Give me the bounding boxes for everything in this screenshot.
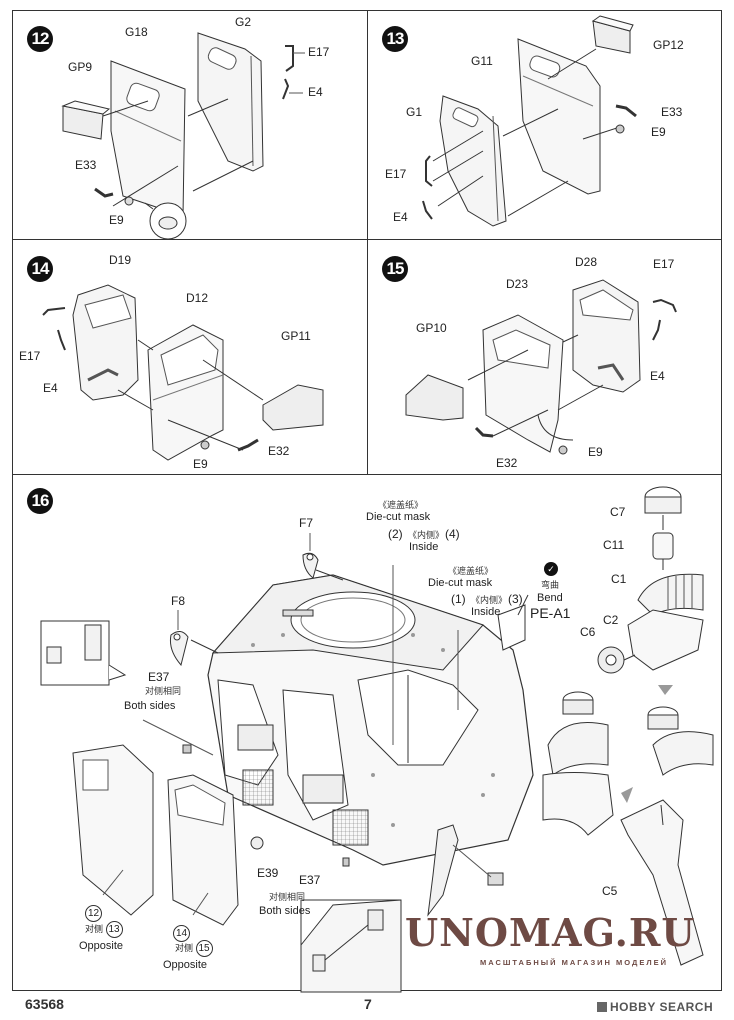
part-label-e32: E32 bbox=[496, 456, 518, 470]
part-label-gp9: GP9 bbox=[68, 60, 93, 74]
step-15-panel: 15 D28 E17 D23 GP10 E4 E32 E9 bbox=[367, 239, 722, 475]
part-label-e39: E39 bbox=[257, 866, 279, 880]
door-ref-14: 14 bbox=[173, 923, 190, 942]
part-label-e9: E9 bbox=[193, 457, 208, 471]
part-label-gp10: GP10 bbox=[416, 321, 447, 335]
part-label-e9: E9 bbox=[651, 125, 666, 139]
step-number-badge: 12 bbox=[27, 26, 53, 52]
part-label-c1: C1 bbox=[611, 572, 627, 586]
both-sides-en-bottom: Both sides bbox=[259, 905, 311, 917]
part-label-e17: E17 bbox=[19, 349, 41, 363]
part-label-d19: D19 bbox=[109, 253, 132, 267]
part-label-e37-top: E37 bbox=[148, 670, 170, 684]
part-label-f7: F7 bbox=[299, 516, 314, 530]
step-15-door-drawing bbox=[368, 240, 723, 476]
opposite-label-2: Opposite bbox=[163, 959, 208, 971]
step-number-badge: 14 bbox=[27, 256, 53, 282]
step-12-panel: 12 G18 G2 E17 GP9 E4 E33 E9 bbox=[12, 10, 368, 240]
part-label-d23: D23 bbox=[506, 277, 529, 291]
brand-logo: HOBBY SEARCH bbox=[597, 1000, 713, 1014]
part-label-e4: E4 bbox=[43, 381, 58, 395]
part-label-f8: F8 bbox=[171, 594, 186, 608]
part-label-e4: E4 bbox=[393, 210, 408, 224]
part-label-pe-a1: PE-A1 bbox=[530, 605, 571, 621]
part-label-g11: G11 bbox=[471, 54, 493, 68]
mask-1-inside-en: Inside bbox=[471, 606, 501, 618]
both-sides-en-top: Both sides bbox=[124, 700, 176, 712]
part-label-d12: D12 bbox=[186, 291, 209, 305]
part-label-g1: G1 bbox=[406, 105, 423, 119]
part-label-e4: E4 bbox=[650, 369, 665, 383]
step-13-door-drawing bbox=[368, 11, 723, 241]
part-label-gp12: GP12 bbox=[653, 38, 684, 52]
step-number-badge: 16 bbox=[27, 488, 53, 514]
part-label-g2: G2 bbox=[235, 15, 252, 29]
step-12-door-drawing bbox=[13, 11, 369, 241]
mask-2-inside-en: Inside bbox=[409, 541, 439, 553]
step-number-badge: 15 bbox=[382, 256, 408, 282]
product-code: 63568 bbox=[25, 996, 64, 1012]
part-label-c2: C2 bbox=[603, 613, 619, 627]
mask-3-number: (3) bbox=[508, 592, 523, 606]
part-label-c5: C5 bbox=[602, 884, 618, 898]
mask-1-number: (1) bbox=[451, 592, 466, 606]
part-label-e37-bottom: E37 bbox=[299, 873, 321, 887]
part-label-e32: E32 bbox=[268, 444, 290, 458]
mask-2-cn: 《遮盖纸》 bbox=[378, 500, 424, 510]
watermark-title: UNOMAG.RU bbox=[405, 910, 696, 955]
step-16-panel: 16 bbox=[12, 474, 722, 991]
mask-2-en: Die-cut mask bbox=[366, 511, 431, 523]
page-number: 7 bbox=[364, 996, 372, 1012]
mask-2-inside-cn: 《内侧》 bbox=[408, 530, 445, 540]
step-number-badge: 13 bbox=[382, 26, 408, 52]
bend-cn: 弯曲 bbox=[541, 580, 560, 590]
mask-1-en: Die-cut mask bbox=[428, 577, 493, 589]
step-16-cab-drawing bbox=[13, 475, 723, 992]
part-label-e17: E17 bbox=[308, 45, 330, 59]
part-label-d28: D28 bbox=[575, 255, 598, 269]
watermark-subtitle: МАСШТАБНЫЙ МАГАЗИН МОДЕЛЕЙ bbox=[480, 958, 669, 967]
step-14-door-drawing bbox=[13, 240, 369, 476]
part-label-e9: E9 bbox=[109, 213, 124, 227]
step-13-panel: 13 GP12 G11 G1 E33 E9 E17 E4 bbox=[367, 10, 722, 240]
part-label-e17: E17 bbox=[385, 167, 407, 181]
both-sides-cn-bottom: 对侧相同 bbox=[269, 892, 306, 902]
mask-2-number: (2) bbox=[388, 527, 403, 541]
part-label-g18: G18 bbox=[125, 25, 148, 39]
part-label-e9: E9 bbox=[588, 445, 603, 459]
door-ref-opposite-15: 对侧 15 bbox=[175, 940, 213, 957]
door-ref-12: 12 bbox=[85, 903, 102, 922]
door-ref-opposite-13: 对侧 13 bbox=[85, 921, 123, 938]
mask-1-inside-cn: 《内侧》 bbox=[471, 595, 508, 605]
opposite-label-1: Opposite bbox=[79, 940, 124, 952]
step-14-panel: 14 D19 D12 GP11 E17 E4 E32 E9 bbox=[12, 239, 368, 475]
part-label-e33: E33 bbox=[661, 105, 683, 119]
part-label-c6: C6 bbox=[580, 625, 596, 639]
mask-4-number: (4) bbox=[445, 527, 460, 541]
both-sides-cn-top: 对侧相同 bbox=[145, 686, 182, 696]
part-label-c7: C7 bbox=[610, 505, 626, 519]
part-label-c11: C11 bbox=[603, 538, 625, 552]
part-label-gp11: GP11 bbox=[281, 329, 311, 343]
bend-icon: ✓ bbox=[544, 562, 558, 576]
part-label-e17: E17 bbox=[653, 257, 675, 271]
part-label-e4: E4 bbox=[308, 85, 323, 99]
brand-icon bbox=[597, 1002, 607, 1012]
part-label-e33: E33 bbox=[75, 158, 97, 172]
mask-1-cn: 《遮盖纸》 bbox=[448, 566, 494, 576]
bend-en: Bend bbox=[537, 592, 563, 604]
